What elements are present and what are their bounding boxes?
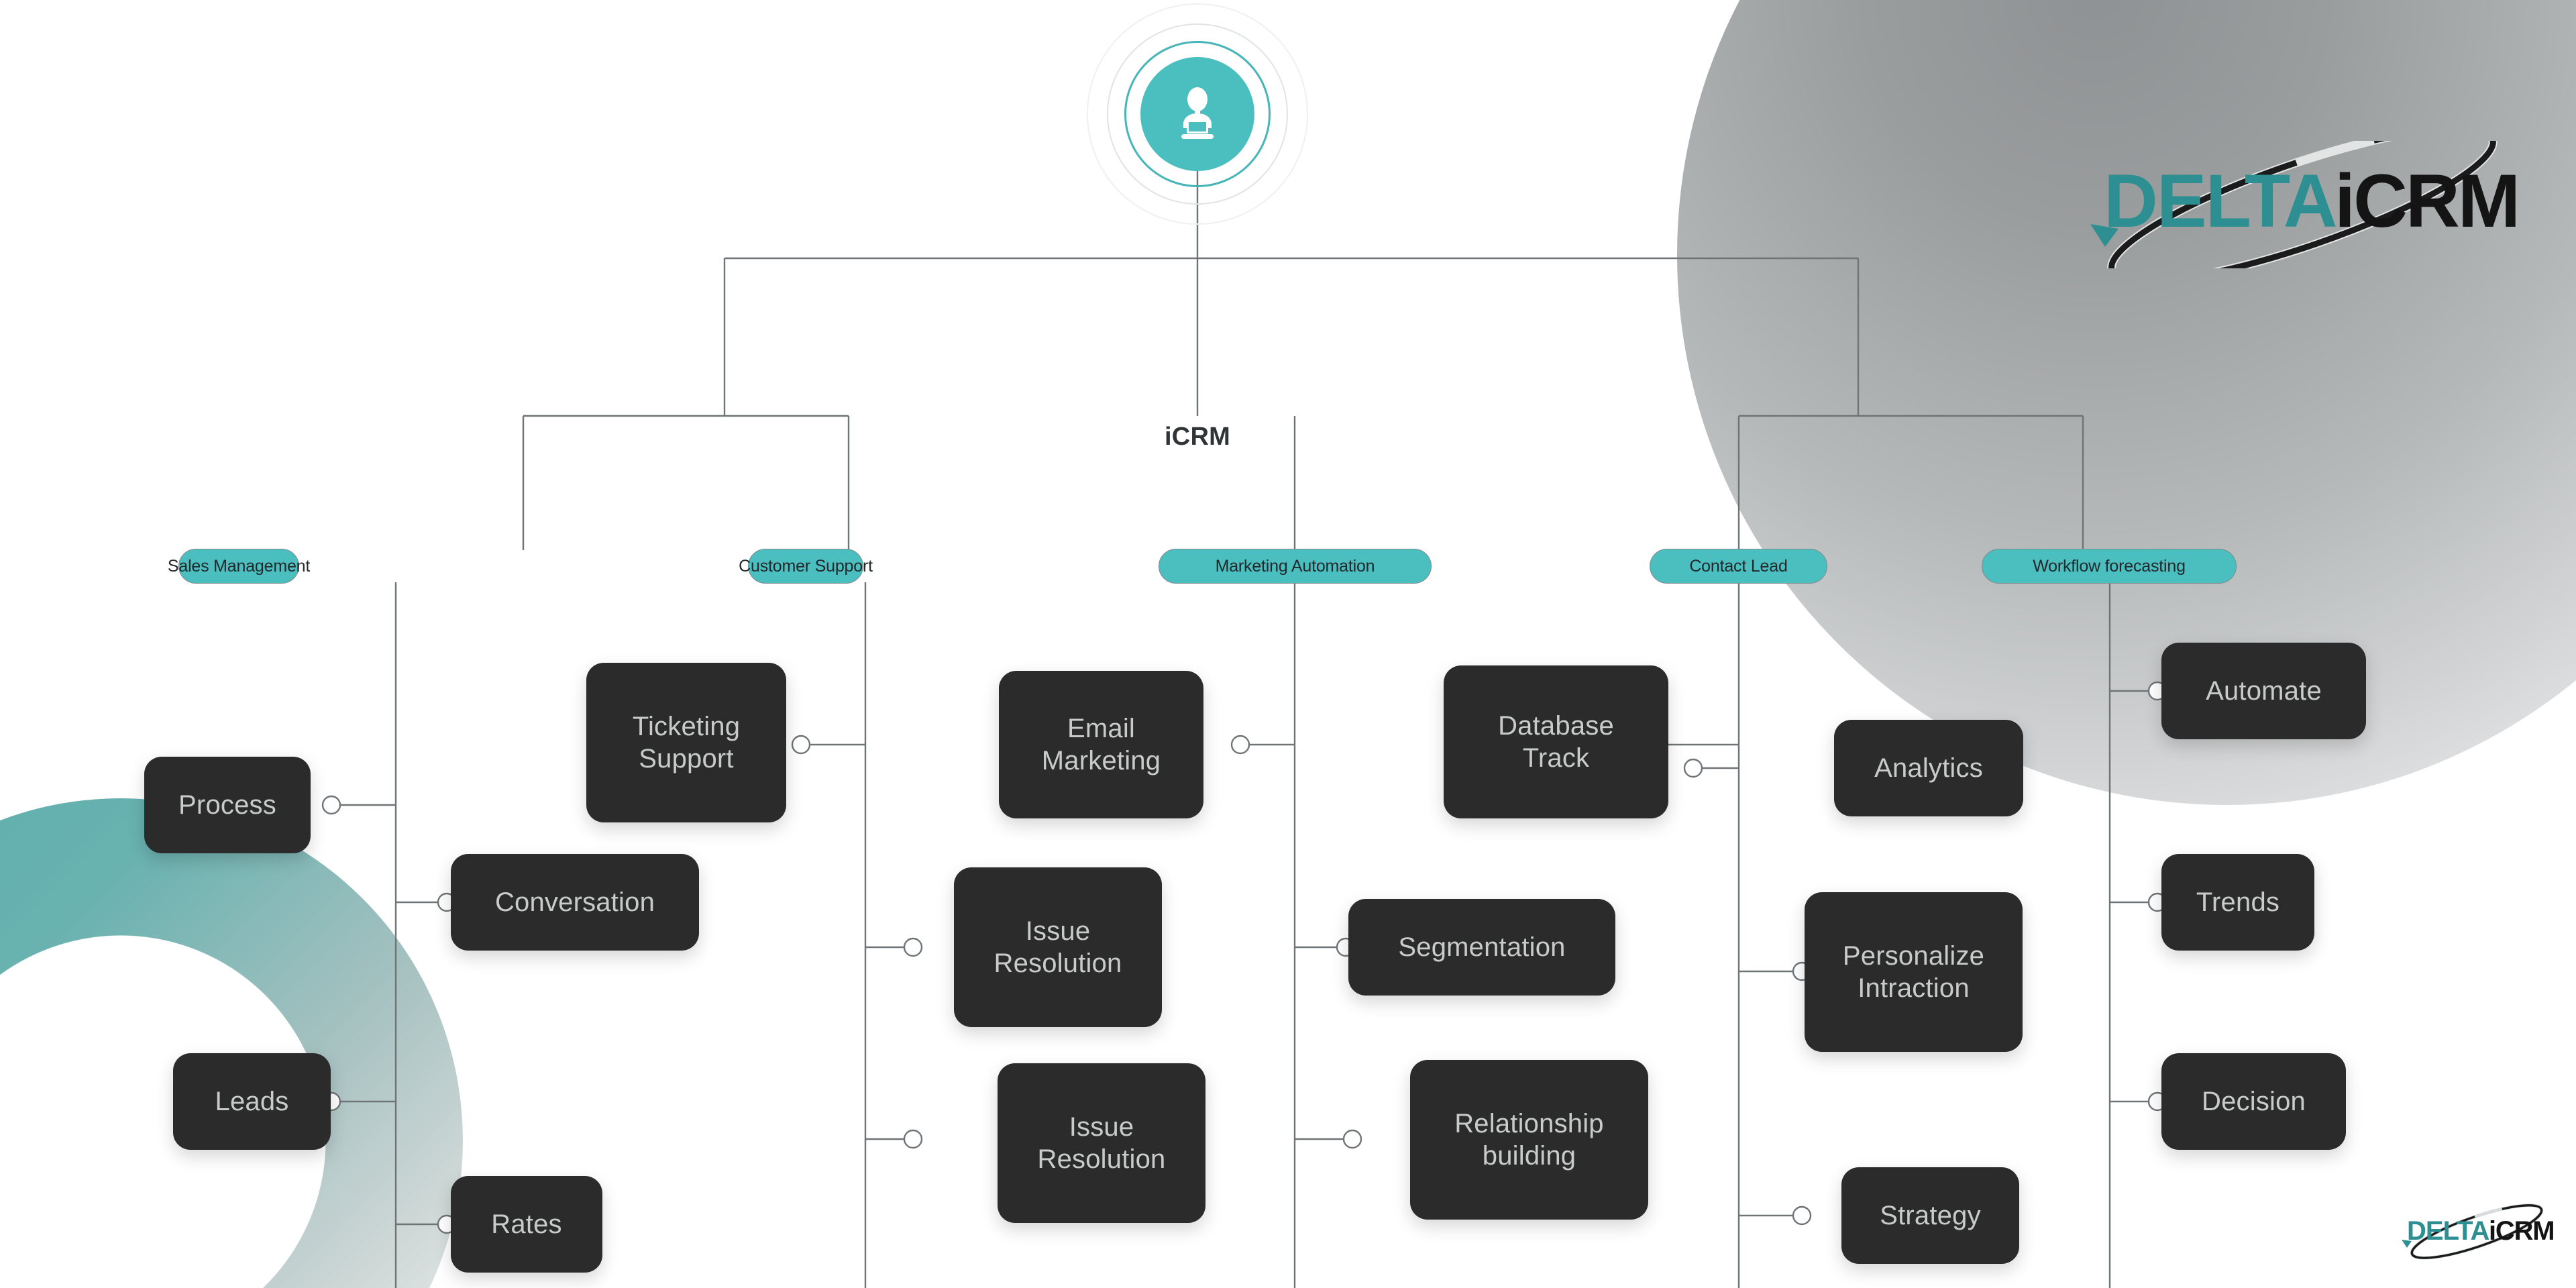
node-database-track[interactable]: Database Track: [1444, 665, 1668, 818]
node-label-line1: Issue: [1025, 916, 1091, 946]
branch-pill-label: Contact Lead: [1689, 556, 1788, 576]
branch-pill-customer-support[interactable]: Customer Support: [739, 549, 873, 584]
node-label: Segmentation: [1398, 932, 1566, 962]
node-rates[interactable]: Rates: [451, 1176, 602, 1273]
node-label: Automate: [2206, 676, 2322, 706]
hub-inner-ring: [1124, 41, 1271, 187]
branch-pill-label: Customer Support: [739, 556, 873, 576]
hub-outer-ring: [1087, 3, 1308, 225]
node-label-line2: Resolution: [994, 949, 1122, 978]
node-label: Strategy: [1880, 1200, 1981, 1230]
branch-pill-contact-lead[interactable]: Contact Lead: [1650, 549, 1827, 584]
brand-logo-large: DELTA iCRM: [2090, 141, 2520, 268]
logo-orbit-ring: [2410, 1204, 2543, 1259]
branch-pill-label: Workflow forecasting: [2033, 556, 2186, 576]
node-issue-resolution-2[interactable]: Issue Resolution: [998, 1063, 1205, 1223]
node-label-line1: Personalize: [1842, 941, 1985, 971]
node-label-line2: Resolution: [1037, 1144, 1166, 1174]
node-conversation[interactable]: Conversation: [451, 854, 699, 951]
node-personalize-intraction[interactable]: Personalize Intraction: [1805, 892, 2023, 1052]
branch-pill-label: Marketing Automation: [1215, 556, 1375, 576]
node-relationship-building[interactable]: Relationship building: [1410, 1060, 1648, 1220]
node-issue-resolution-1[interactable]: Issue Resolution: [954, 867, 1162, 1027]
branch-pill-label: Sales Management: [167, 556, 311, 576]
node-label-line1: Relationship: [1454, 1109, 1604, 1138]
node-process[interactable]: Process: [144, 757, 311, 853]
node-label: Rates: [491, 1209, 562, 1239]
node-label-line2: Support: [639, 744, 734, 773]
node-label-line2: building: [1482, 1141, 1576, 1171]
node-automate[interactable]: Automate: [2161, 643, 2366, 739]
node-trends[interactable]: Trends: [2161, 854, 2314, 951]
logo-orbit-arrow: [2090, 224, 2118, 247]
node-label-line2: Track: [1522, 743, 1590, 773]
node-label-line1: Issue: [1069, 1112, 1134, 1142]
node-label: Analytics: [1874, 753, 1983, 783]
node-email-marketing[interactable]: Email Marketing: [999, 671, 1203, 818]
brand-logo-small: DELTA iCRM: [2402, 1203, 2555, 1260]
node-decision[interactable]: Decision: [2161, 1053, 2346, 1150]
logo-orbit-ring: [2108, 141, 2496, 268]
node-strategy[interactable]: Strategy: [1841, 1167, 2019, 1264]
logo-icrm-text: iCRM: [2489, 1216, 2554, 1246]
node-label-line2: Marketing: [1041, 746, 1161, 775]
node-label: Trends: [2196, 887, 2280, 917]
node-label-line1: Email: [1067, 714, 1136, 743]
node-segmentation[interactable]: Segmentation: [1348, 899, 1615, 996]
logo-orbit-arrow: [2402, 1240, 2412, 1248]
hub-core-circle: [1140, 57, 1254, 171]
person-at-laptop-icon: [1181, 87, 1214, 139]
node-leads[interactable]: Leads: [173, 1053, 331, 1150]
logo-delta-text: DELTA: [2104, 159, 2337, 243]
node-label-line1: Ticketing: [632, 712, 741, 741]
branch-pill-marketing-automation[interactable]: Marketing Automation: [1159, 549, 1432, 584]
hub-label: iCRM: [1165, 423, 1230, 451]
node-label: Conversation: [494, 887, 655, 917]
node-label: Leads: [215, 1086, 289, 1116]
node-analytics[interactable]: Analytics: [1834, 720, 2023, 816]
logo-delta-text: DELTA: [2407, 1216, 2489, 1246]
branch-pill-sales-management[interactable]: Sales Management: [168, 549, 310, 584]
node-label-line2: Intraction: [1858, 973, 1970, 1003]
node-label: Process: [178, 790, 276, 820]
logo-icrm-text: iCRM: [2334, 159, 2518, 243]
node-label-line1: Database: [1498, 711, 1614, 741]
hub-middle-ring: [1107, 23, 1288, 205]
branch-pill-workflow-forecasting[interactable]: Workflow forecasting: [1982, 549, 2237, 584]
node-label: Decision: [2202, 1086, 2306, 1116]
hub-node[interactable]: [1087, 3, 1308, 225]
node-ticketing-support[interactable]: Ticketing Support: [586, 663, 786, 822]
